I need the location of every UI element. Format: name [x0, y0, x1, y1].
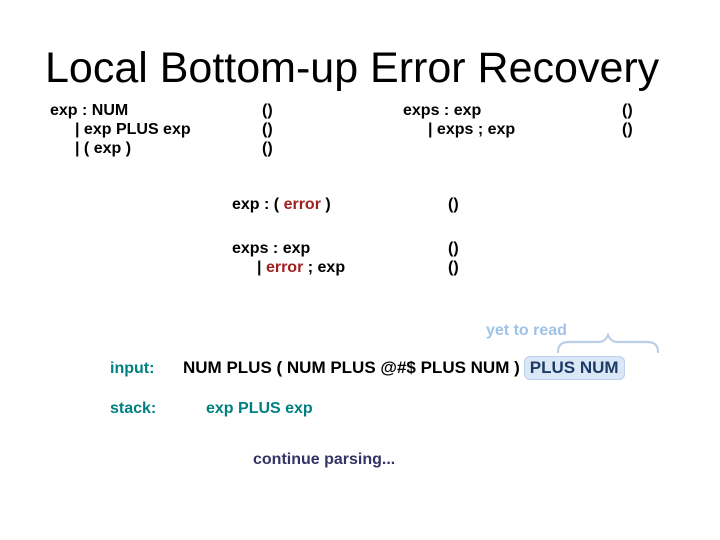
- grammar-rule-line: exp : NUM: [50, 102, 129, 119]
- yet-to-read-label: yet to read: [486, 322, 567, 339]
- input-consumed-tokens: NUM PLUS ( NUM PLUS @#$ PLUS NUM ): [183, 358, 520, 377]
- grammar-left-actions: () () (): [262, 101, 273, 158]
- slide-title: Local Bottom-up Error Recovery: [45, 44, 660, 92]
- grammar-rule-line: | error ; exp: [232, 258, 345, 277]
- action-code: (): [262, 121, 273, 138]
- action-code: (): [448, 240, 459, 257]
- action-code: (): [448, 196, 459, 213]
- input-label: input:: [110, 360, 155, 377]
- error-token: error: [265, 259, 304, 276]
- input-yet-to-read-tokens: PLUS NUM: [523, 356, 625, 380]
- grammar-rule-line: exps : exp: [403, 102, 482, 119]
- grammar-right-block: exps : exp | exps ; exp: [403, 101, 515, 139]
- grammar-rule-line: exps : exp: [232, 240, 311, 257]
- footer-note: continue parsing...: [253, 451, 396, 468]
- error-rule-1-action: (): [448, 196, 459, 214]
- grammar-rule-line: | exp PLUS exp: [75, 121, 191, 138]
- grammar-left-block: exp : NUM | exp PLUS exp | ( exp ): [50, 101, 191, 158]
- error-token: error: [283, 196, 321, 213]
- error-rule-1: exp : ( error ): [232, 196, 331, 214]
- action-code: (): [448, 259, 459, 276]
- rule-text: ): [325, 196, 331, 213]
- grammar-rule-line: | ( exp ): [75, 140, 132, 157]
- error-rule-2: exps : exp | error ; exp: [232, 239, 345, 277]
- grammar-right-actions: () (): [622, 101, 633, 139]
- error-rule-2-actions: () (): [448, 239, 459, 277]
- action-code: (): [262, 102, 273, 119]
- input-value: NUM PLUS ( NUM PLUS @#$ PLUS NUM )PLUS N…: [183, 356, 625, 380]
- action-code: (): [622, 102, 633, 119]
- rule-text: ; exp: [307, 259, 346, 276]
- action-code: (): [622, 121, 633, 138]
- brace-icon: [556, 332, 660, 358]
- stack-label: stack:: [110, 400, 157, 417]
- grammar-rule-line: | exps ; exp: [428, 121, 516, 138]
- action-code: (): [262, 140, 273, 157]
- rule-text: |: [257, 259, 262, 276]
- rule-text: exp : (: [232, 196, 280, 213]
- stack-value: exp PLUS exp: [206, 400, 313, 417]
